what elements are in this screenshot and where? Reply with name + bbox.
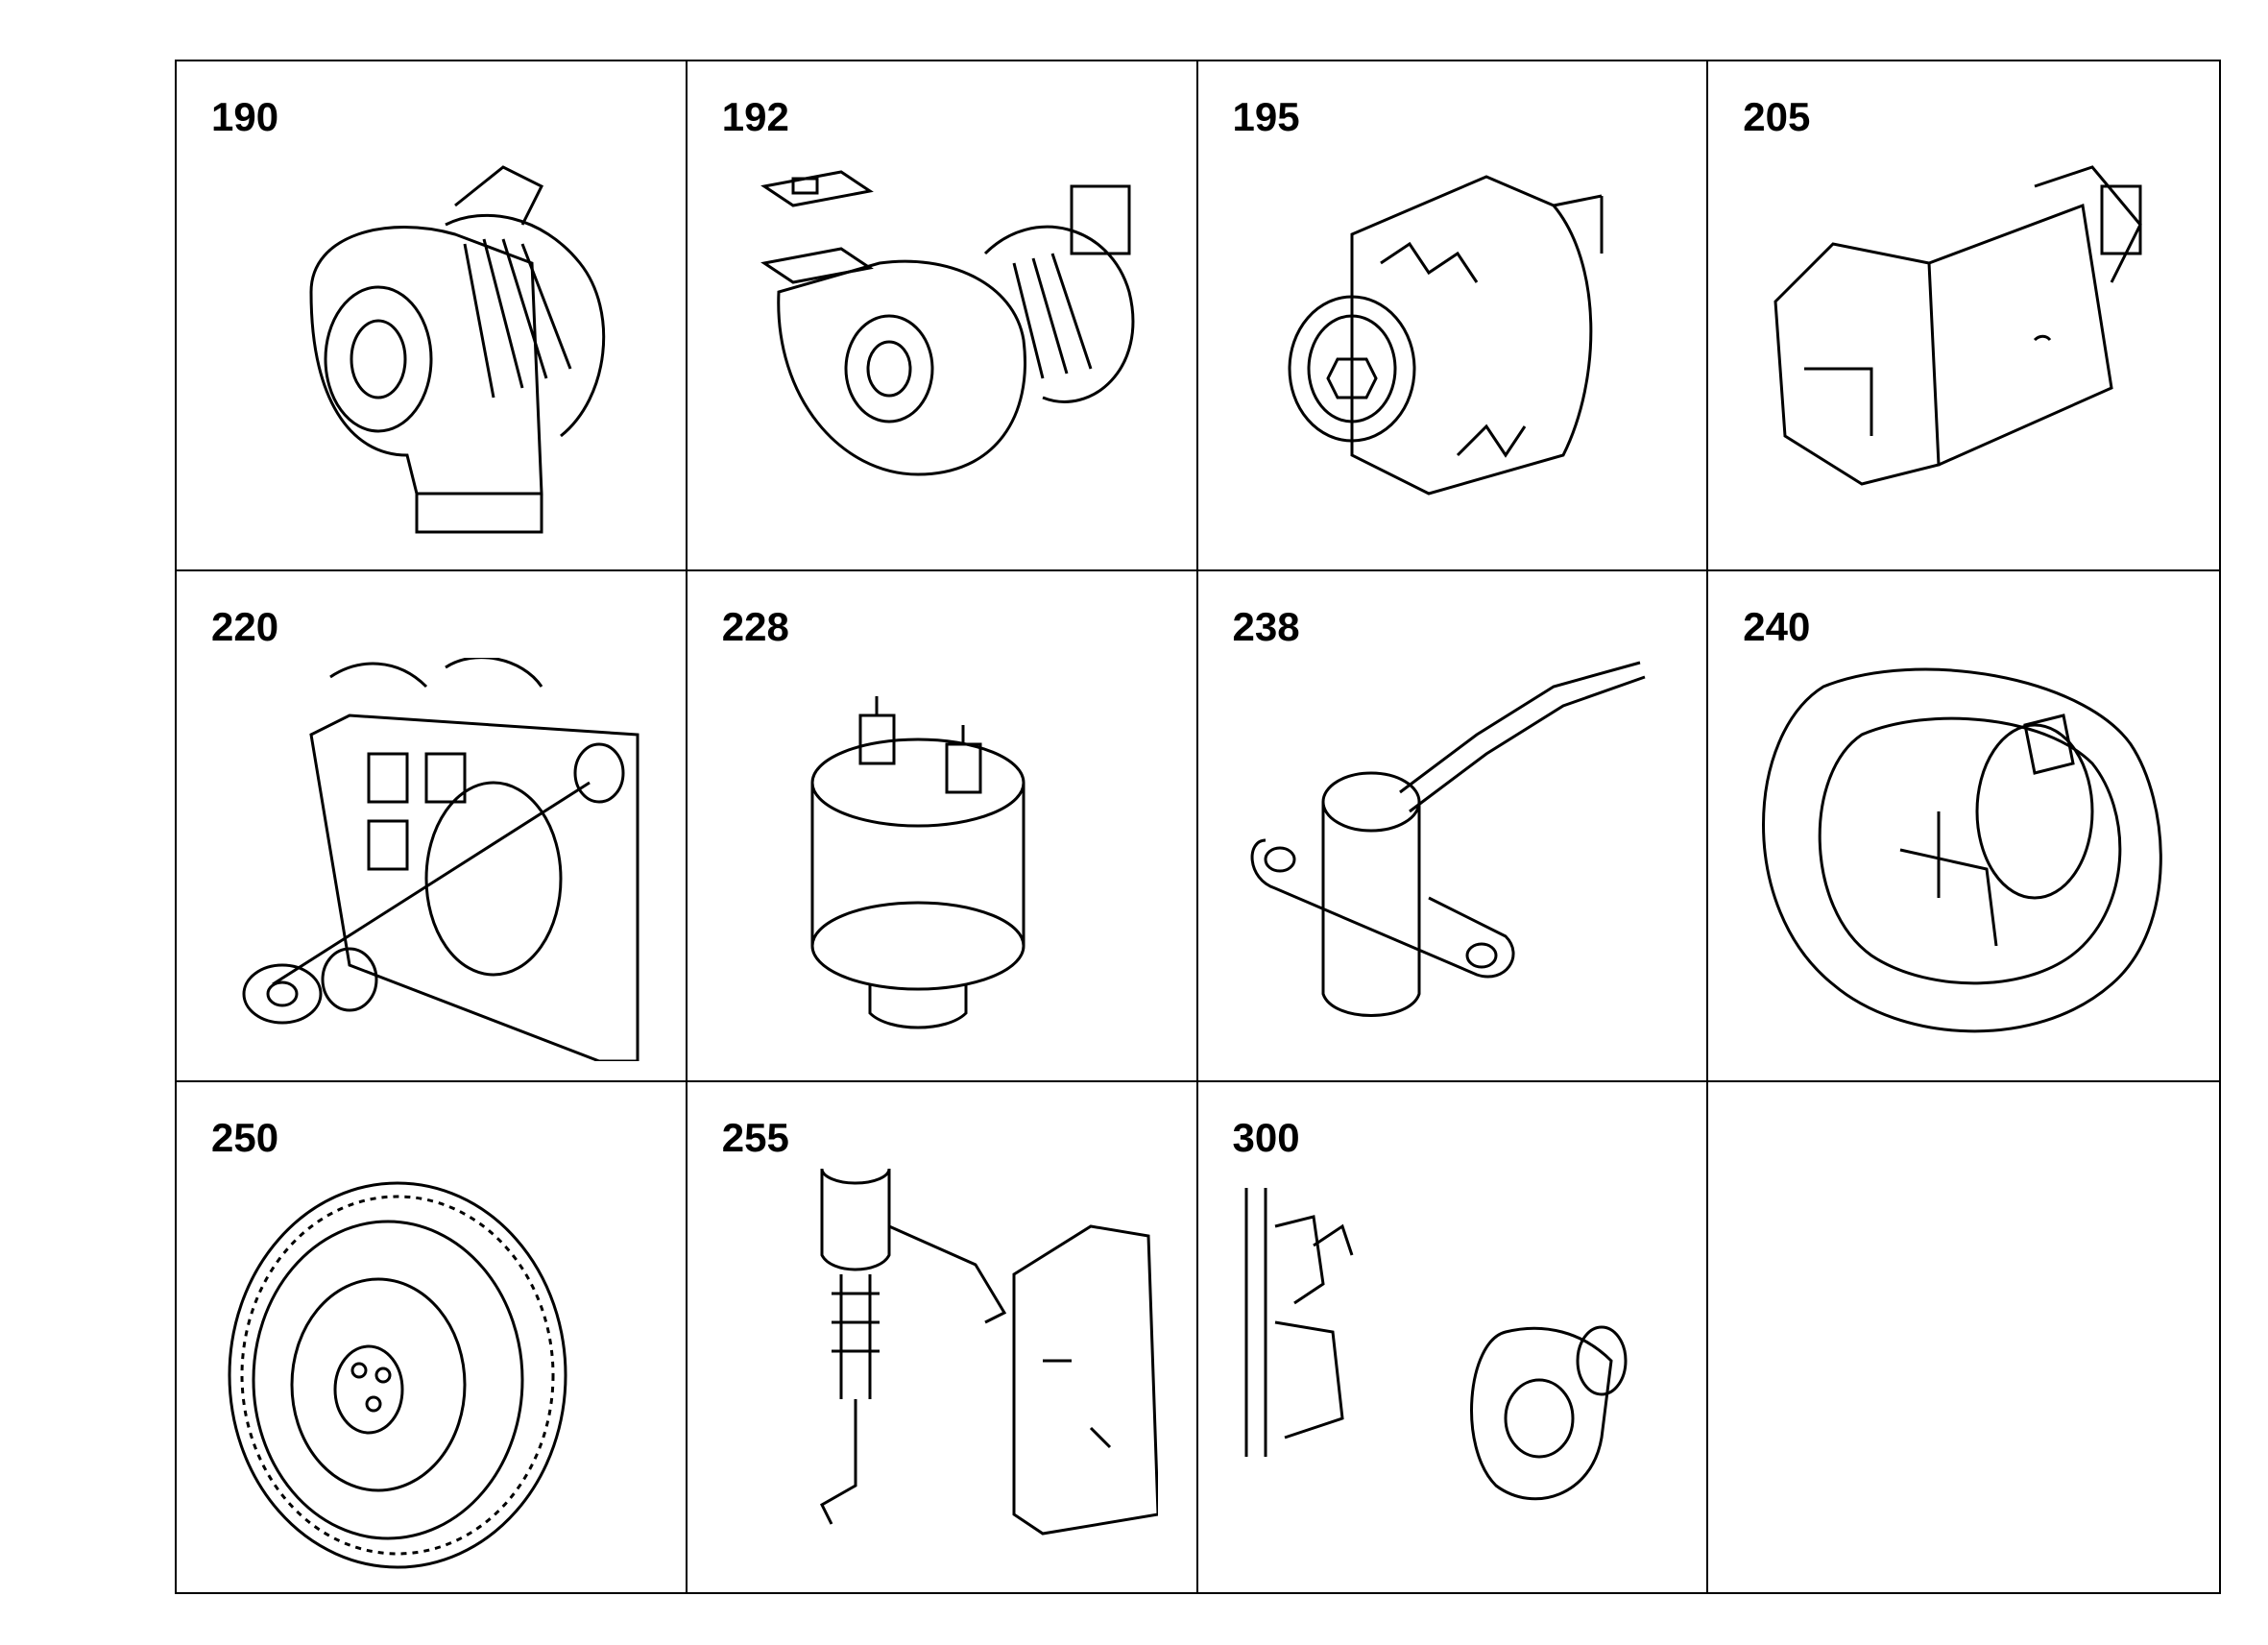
part-number: 190 (211, 94, 279, 139)
part-number: 255 (721, 1114, 789, 1160)
part-cell-300[interactable]: 300 (1198, 1081, 1709, 1592)
flywheel-housing-icon (1747, 658, 2179, 1061)
part-number: 300 (1232, 1114, 1300, 1160)
part-number: 250 (211, 1114, 279, 1160)
part-number: 192 (721, 94, 789, 139)
part-cell-240[interactable]: 240 (1708, 571, 2219, 1082)
stop-solenoid-icon (726, 1152, 1160, 1572)
turbocharger-with-gaskets-icon (726, 148, 1158, 551)
part-cell-228[interactable]: 228 (687, 571, 1198, 1082)
parts-grid: 190 192 (175, 60, 2221, 1594)
part-number: 220 (211, 604, 279, 650)
part-cell-255[interactable]: 255 (688, 1081, 1198, 1592)
part-cell-205[interactable]: 205 (1708, 61, 2219, 572)
part-cell-238[interactable]: 238 (1197, 571, 1709, 1082)
part-cell-195[interactable]: 195 (1197, 61, 1709, 572)
turbocharger-icon (215, 148, 647, 551)
oil-pressure-sender-icon (726, 658, 1158, 1061)
part-cell-250[interactable]: 250 (177, 1081, 688, 1592)
part-cell-190[interactable]: 190 (177, 61, 688, 572)
part-cell-empty (1708, 1082, 2219, 1592)
part-number: 228 (721, 604, 789, 650)
speed-sensor-icon (1237, 658, 1669, 1061)
starter-motor-icon (1747, 148, 2179, 551)
flywheel-icon (215, 1169, 647, 1572)
alternator-icon (1237, 148, 1669, 551)
crankshaft-seal-icon (215, 656, 647, 1063)
part-number: 240 (1743, 604, 1811, 650)
hydraulic-pump-drive-icon (1237, 1169, 1669, 1572)
part-number: 238 (1232, 604, 1300, 650)
part-cell-220[interactable]: 220 (177, 571, 688, 1082)
part-number: 195 (1232, 94, 1300, 139)
part-number: 205 (1743, 94, 1811, 139)
part-cell-192[interactable]: 192 (687, 61, 1198, 572)
